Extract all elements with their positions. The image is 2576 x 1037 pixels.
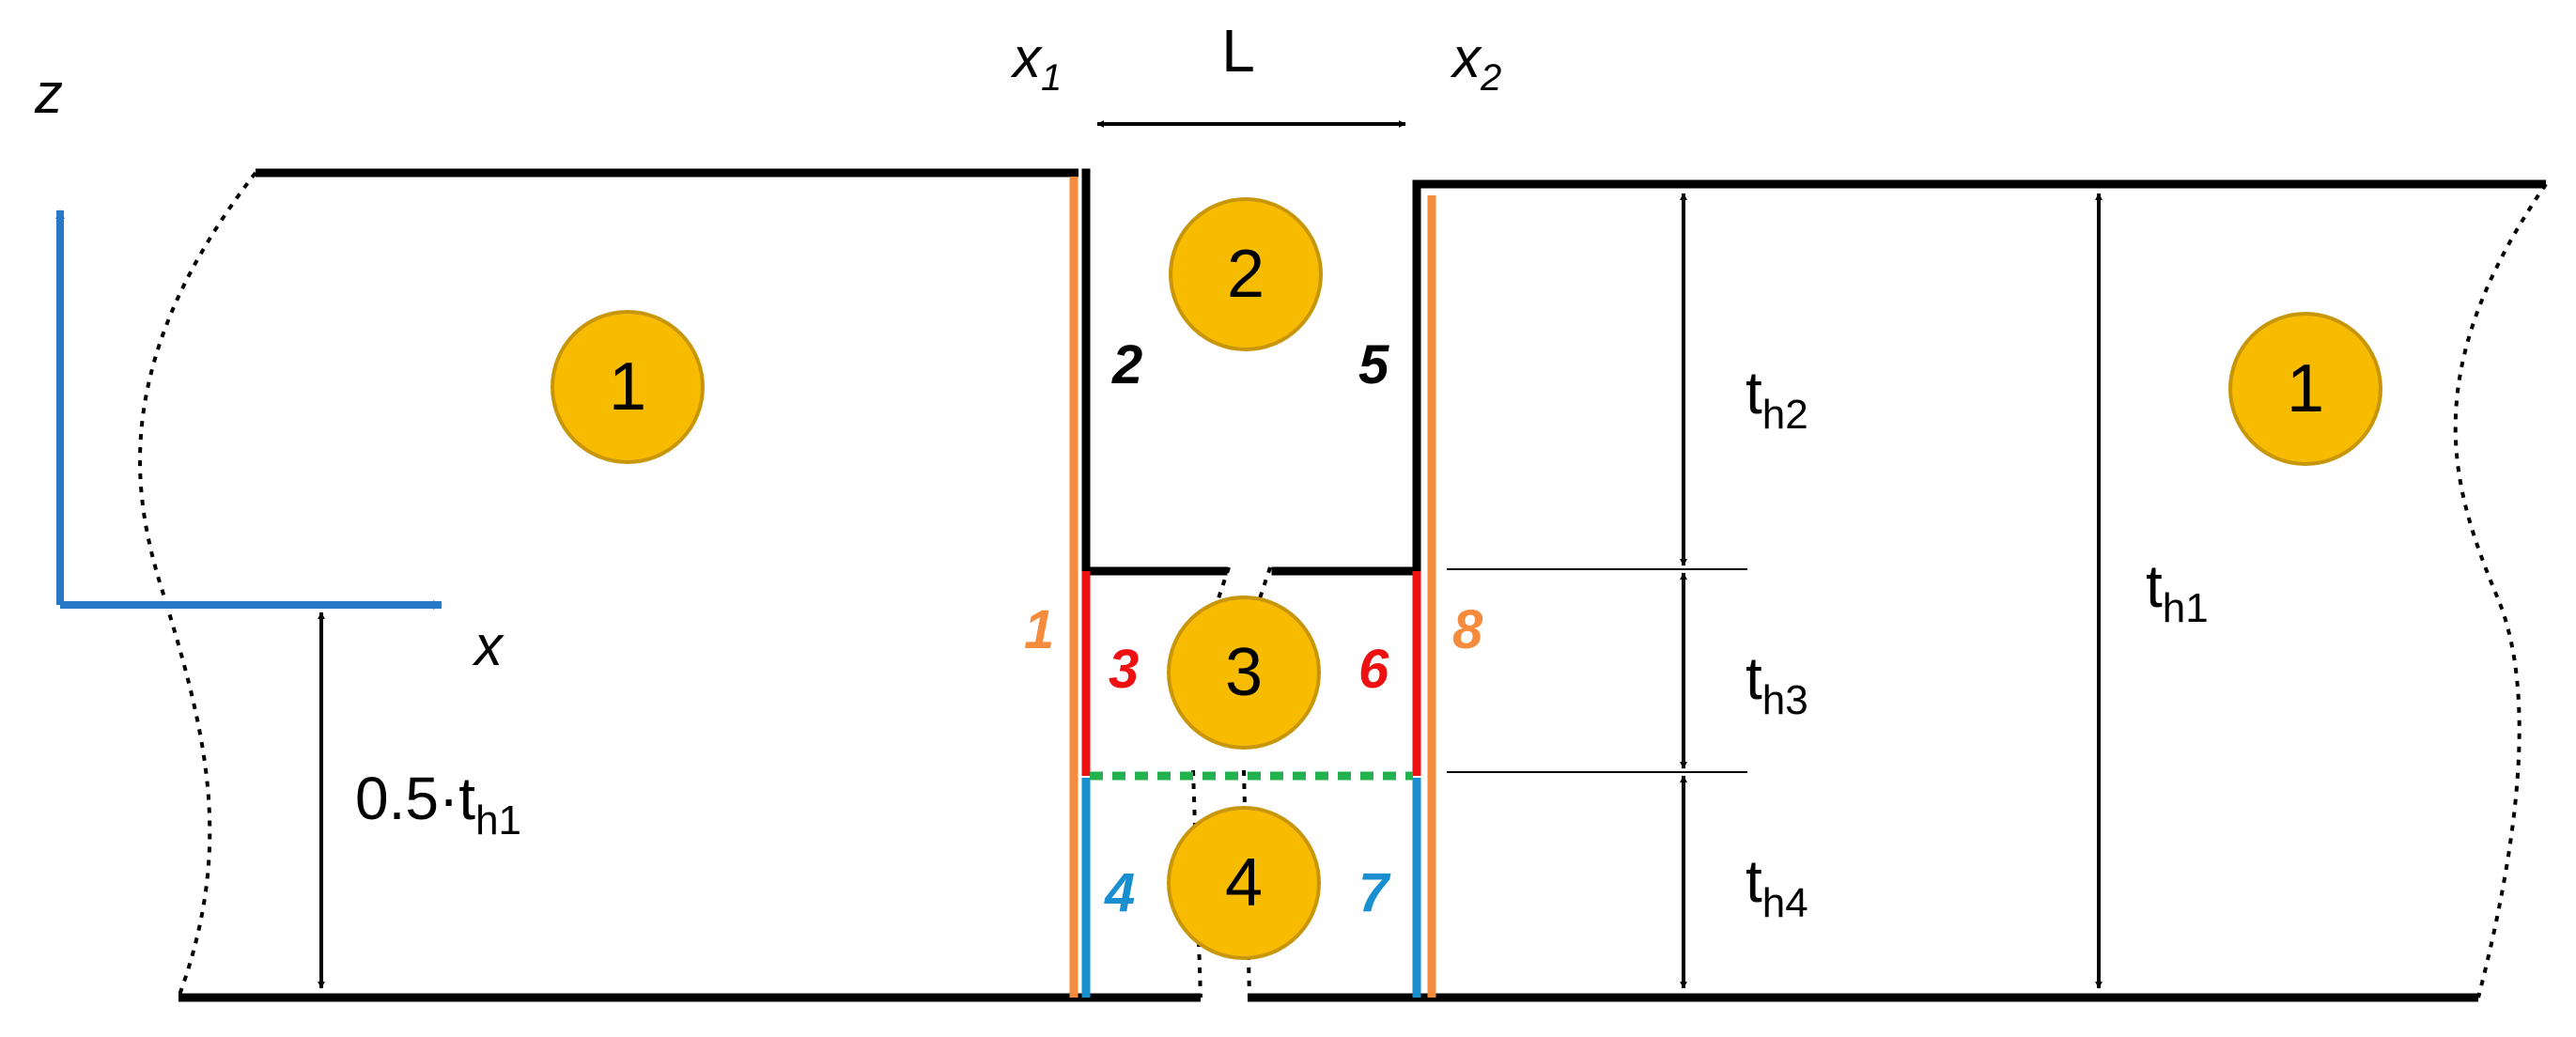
boundary-5-label: 5 [1358,334,1389,395]
slab-outline [178,168,2546,1002]
colored-boundaries [1069,177,1436,998]
left-break-line [138,171,257,998]
zone-1-left-label: 1 [609,349,646,425]
zone-markers: 1 2 3 4 1 [551,197,2382,960]
th2-label: th2 [1746,359,1808,438]
zone-2-label: 2 [1227,237,1265,312]
zone-4: 4 [1167,806,1321,960]
dimension-arrows [318,193,2103,989]
boundary-6-label: 6 [1358,639,1389,700]
width-label-L: L [1221,17,1255,85]
zone-1-right: 1 [2228,312,2382,466]
hole-outline [1081,168,1421,576]
th1-label: th1 [2146,552,2209,631]
extension-lines [1447,568,1747,773]
z-axis-label: z [34,62,63,125]
x-axis-label: x [472,614,504,677]
half-th1-label: 0.5·th1 [355,765,521,844]
coordinate-axes [55,209,442,610]
right-break-line [2453,182,2548,998]
x1-label: x1 [1010,26,1062,99]
boundary-8-label: 8 [1452,599,1483,660]
boundary-1-label: 1 [1024,599,1054,660]
zone-4-label: 4 [1225,845,1263,921]
th3-label: th3 [1746,644,1808,723]
boundary-2-label: 2 [1111,334,1142,395]
zone-2: 2 [1169,197,1323,351]
zone-3-label: 3 [1225,635,1263,710]
zone-3: 3 [1167,596,1321,750]
zone-1-right-label: 1 [2287,351,2324,426]
th4-label: th4 [1746,847,1808,926]
x2-label: x2 [1450,26,1501,99]
boundary-4-label: 4 [1104,862,1135,923]
gap-break-lower-left [1191,769,1203,998]
gap-break-upper-left [1208,566,1231,625]
boundary-3-label: 3 [1109,639,1139,700]
gap-break-upper-right [1249,566,1272,625]
zone-1-left: 1 [551,310,705,464]
boundary-7-label: 7 [1358,862,1391,923]
